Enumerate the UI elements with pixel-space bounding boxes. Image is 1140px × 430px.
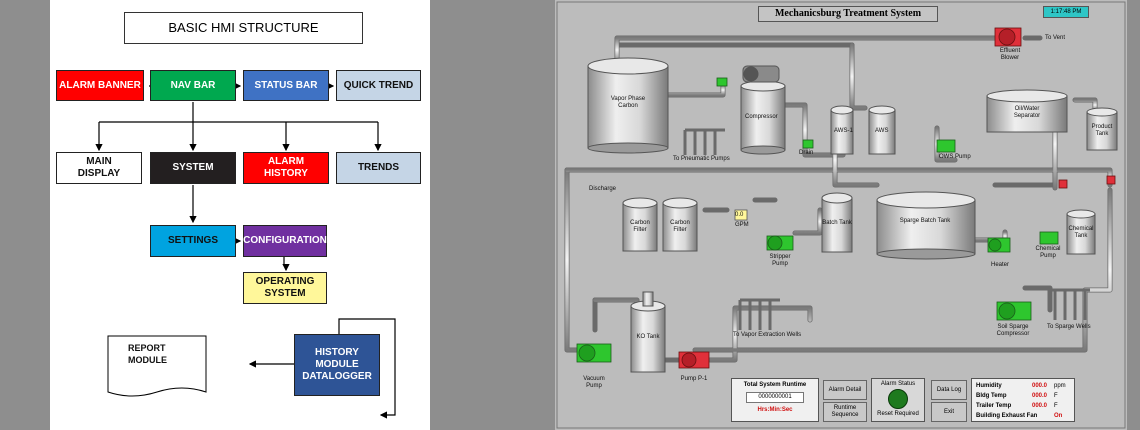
box-nav-bar: NAV BAR <box>150 70 236 101</box>
readouts-panel: Humidity 000.0 ppm Bldg Temp 000.0 F Tra… <box>971 378 1075 422</box>
valve-red-1 <box>1058 179 1068 189</box>
label-chemical-pump: Chemical Pump <box>1035 246 1061 259</box>
readout-value: 000.0 <box>1032 403 1048 409</box>
valve-green-2 <box>802 139 814 149</box>
label-flow-unit: GPM <box>735 222 749 228</box>
runtime-panel: Total System Runtime 0000000001 Hrs:Min:… <box>731 378 819 422</box>
label-chemical-tank: Chemical Tank <box>1068 226 1094 239</box>
ows-pump-body <box>936 139 956 153</box>
readout-row: Humidity 000.0 ppm <box>976 381 1070 391</box>
box-configuration: CONFIGURATION <box>243 225 327 257</box>
label-ko-tank: KO Tank <box>636 334 660 340</box>
label-carbon-filter-2: Carbon Filter <box>670 220 690 233</box>
readout-unit: F <box>1054 393 1058 399</box>
label-pump-p1: Pump P-1 <box>680 376 708 382</box>
chemical-pump-body <box>1039 231 1059 245</box>
box-main-display: MAIN DISPLAY <box>56 152 142 184</box>
runtime-sequence-button[interactable]: Runtime Sequence <box>823 402 867 422</box>
readout-row: Trailer Temp 000.0 F <box>976 401 1070 411</box>
diagram-connectors <box>95 82 396 419</box>
label-sparge-batch-tank: Sparge Batch Tank <box>899 218 951 224</box>
readout-row: Bldg Temp 000.0 F <box>976 391 1070 401</box>
label-aws2: AWS <box>875 128 889 134</box>
hmi-clock: 1:17:48 PM <box>1043 6 1089 18</box>
label-vapor-phase-carbon: Vapor Phase Carbon <box>610 96 646 109</box>
readout-value: 000.0 <box>1032 393 1048 399</box>
alarm-reset-required: Reset Required <box>877 411 919 417</box>
box-history-module: HISTORY MODULE DATALOGGER <box>294 334 380 396</box>
diagram-title: BASIC HMI STRUCTURE <box>124 12 363 44</box>
valve-red-2 <box>1106 175 1116 185</box>
readout-label: Bldg Temp <box>976 393 1007 399</box>
label-ows-pump: OWS Pump <box>939 154 971 160</box>
box-trends: TRENDS <box>336 152 421 184</box>
flow-meter <box>734 209 748 221</box>
runtime-value: 0000000001 <box>746 392 804 403</box>
box-alarm-banner: ALARM BANNER <box>56 70 144 101</box>
box-status-bar: STATUS BAR <box>243 70 329 101</box>
data-log-button[interactable]: Data Log <box>931 380 967 400</box>
alarm-status-panel: Alarm Status Reset Required <box>871 378 925 422</box>
label-discharge: Discharge <box>589 186 617 192</box>
hmi-structure-diagram: BASIC HMI STRUCTURE ALARM BANNER NAV BAR… <box>50 0 430 430</box>
runtime-unit: Hrs:Min:Sec <box>757 407 793 413</box>
label-carbon-filter-1: Carbon Filter <box>630 220 650 233</box>
box-operating-system: OPERATING SYSTEM <box>243 272 327 304</box>
exit-button[interactable]: Exit <box>931 402 967 422</box>
label-vacuum-pump: Vacuum Pump <box>583 376 605 389</box>
process-graphics <box>556 1 1126 429</box>
runtime-title: Total System Runtime <box>743 382 807 388</box>
label-drain: Drain <box>799 150 814 156</box>
box-quick-trend: QUICK TREND <box>336 70 421 101</box>
alarm-status-indicator[interactable] <box>888 389 908 409</box>
box-alarm-history: ALARM HISTORY <box>243 152 329 184</box>
alarm-detail-button[interactable]: Alarm Detail <box>823 380 867 400</box>
label-product-tank: Product Tank <box>1091 124 1113 137</box>
readout-label: Humidity <box>976 383 1002 389</box>
label-stripper-pump: Stripper Pump <box>769 254 791 267</box>
label-to-sparge-wells: To Sparge Wells <box>1047 324 1091 330</box>
box-settings: SETTINGS <box>150 225 236 257</box>
label-aws1: AWS-1 <box>834 128 853 134</box>
hmi-screen: Mechanicsburg Treatment System 1:17:48 P… <box>555 0 1127 430</box>
readout-value: 000.0 <box>1032 383 1048 389</box>
readout-label: Building Exhaust Fan <box>976 413 1038 419</box>
readout-unit: F <box>1054 403 1058 409</box>
label-to-vapor-extraction-wells: To Vapor Extraction Wells <box>733 332 802 338</box>
hmi-title: Mechanicsburg Treatment System <box>758 6 938 22</box>
box-report-module: REPORT MODULE <box>128 343 167 365</box>
label-compressor: Compressor <box>745 114 778 120</box>
report-module-shape <box>107 335 207 397</box>
label-heater: Heater <box>991 262 1010 268</box>
alarm-status-title: Alarm Status <box>880 381 916 387</box>
box-system: SYSTEM <box>150 152 236 184</box>
label-flow-value: 0.0 <box>735 212 744 218</box>
label-soil-sparge-compressor: Soil Sparge Compressor <box>996 324 1030 337</box>
readout-label: Trailer Temp <box>976 403 1012 409</box>
readout-row: Building Exhaust Fan On <box>976 411 1070 421</box>
label-oil-water-separator: Oil/Water Separator <box>1013 106 1041 119</box>
valve-green-1 <box>716 77 728 87</box>
label-batch-tank: Batch Tank <box>822 220 852 226</box>
label-to-vent: To Vent <box>1045 35 1066 41</box>
readout-unit: ppm <box>1054 383 1066 389</box>
label-to-pneumatic-pumps: To Pneumatic Pumps <box>673 156 730 162</box>
label-effluent-blower: Effluent Blower <box>999 48 1021 61</box>
readout-unit: On <box>1054 413 1063 419</box>
